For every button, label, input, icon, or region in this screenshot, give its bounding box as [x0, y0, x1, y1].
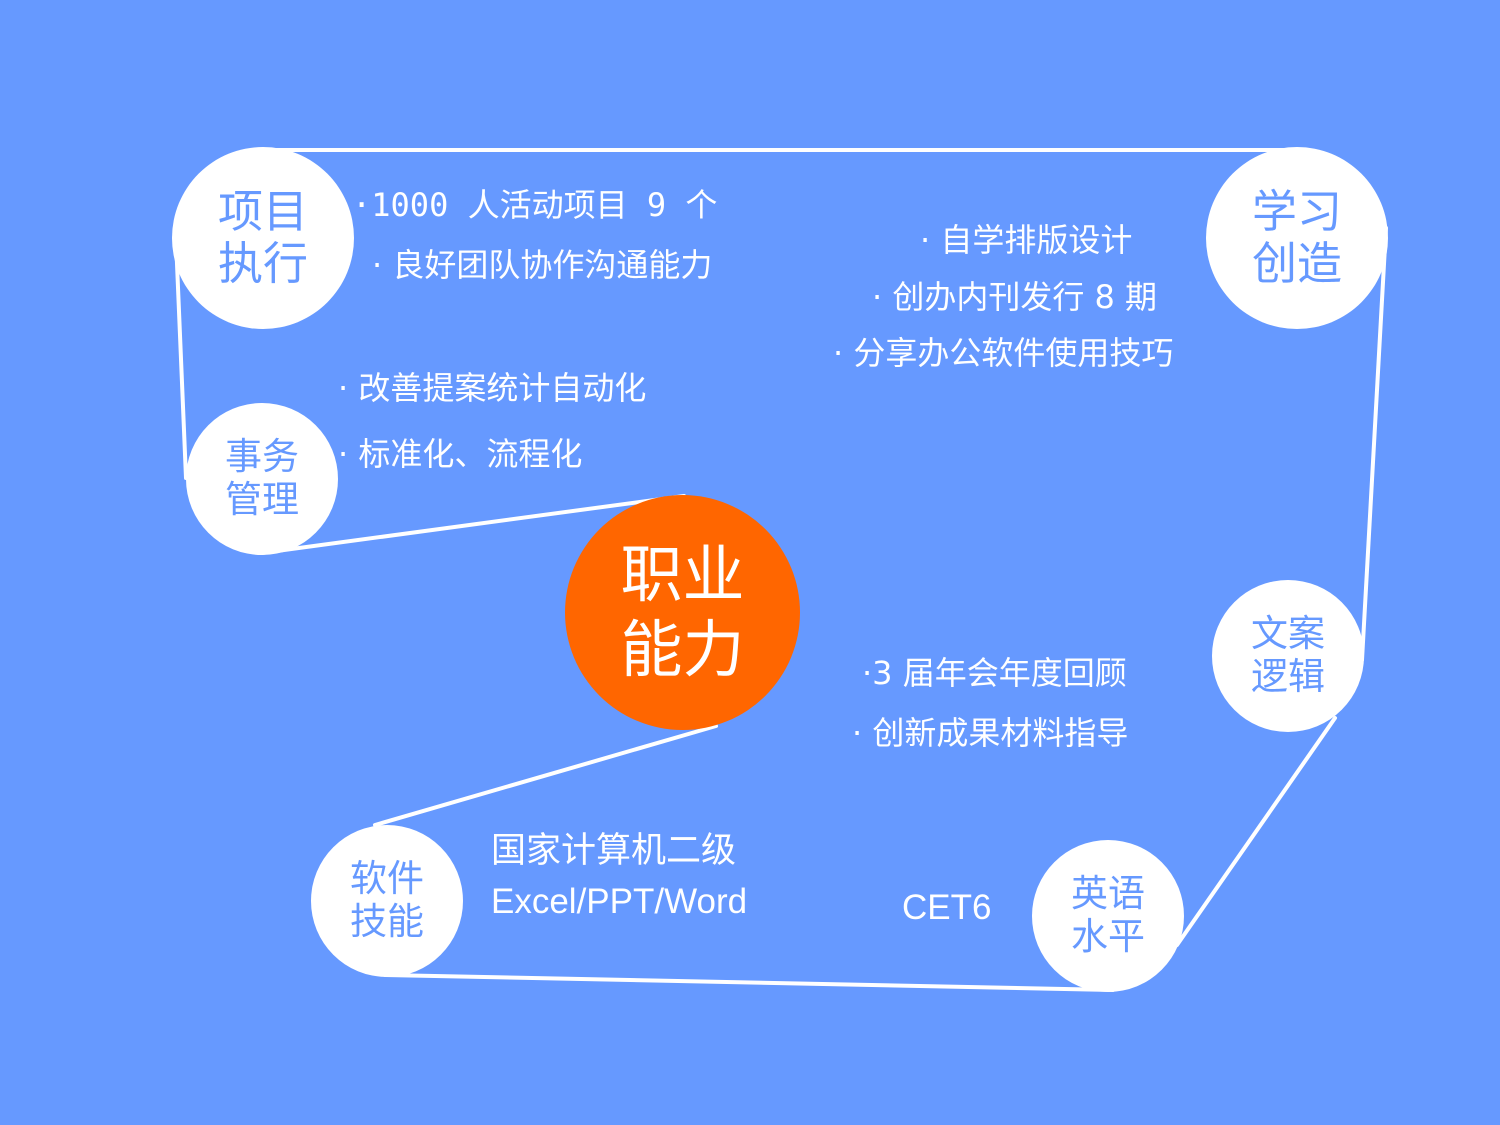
learning-bullet-3: · 分享办公软件使用技巧	[833, 334, 1174, 372]
node-project-line1: 项目	[217, 185, 308, 239]
node-copywriting-line1: 文案	[1251, 612, 1325, 656]
line-english-software	[383, 973, 1115, 992]
line-software-center	[373, 724, 718, 827]
node-learning: 学习创造	[1206, 147, 1388, 329]
affairs-bullet-1: · 改善提案统计自动化	[338, 369, 647, 407]
node-english-line2: 水平	[1071, 915, 1145, 958]
software-line-1: 国家计算机二级	[491, 831, 737, 871]
learning-bullet-1: · 自学排版设计	[920, 221, 1133, 259]
node-affairs-line2: 管理	[225, 478, 299, 521]
node-software-line2: 技能	[350, 900, 424, 943]
node-project-line2: 执行	[217, 237, 308, 290]
learning-bullet-2: · 创办内刊发行 8 期	[872, 278, 1158, 316]
copywriting-bullet-2: · 创新成果材料指导	[852, 714, 1129, 752]
node-learning-line2: 创造	[1251, 237, 1342, 290]
node-project: 项目执行	[172, 147, 354, 329]
software-line-2: Excel/PPT/Word	[491, 882, 748, 921]
english-cet6: CET6	[902, 888, 992, 927]
node-software: 软件技能	[311, 825, 463, 977]
node-affairs: 事务管理	[186, 403, 338, 555]
project-bullet-2: · 良好团队协作沟通能力	[372, 246, 713, 284]
line-affairs-project	[174, 238, 188, 480]
node-copywriting: 文案逻辑	[1212, 580, 1364, 732]
project-bullet-1: ·1000 人活动项目 9 个	[352, 186, 718, 224]
node-affairs-line1: 事务	[225, 435, 299, 479]
line-learning-copywriting	[1360, 226, 1388, 662]
affairs-bullet-2: · 标准化、流程化	[338, 435, 583, 473]
center-line2: 能力	[620, 612, 745, 686]
center-node: 职业能力	[565, 495, 800, 730]
line-center-affairs	[260, 494, 686, 555]
copywriting-bullet-1: ·3 届年会年度回顾	[862, 654, 1127, 692]
line-copywriting-english	[1175, 716, 1337, 947]
node-english: 英语水平	[1032, 840, 1184, 992]
center-line1: 职业	[620, 538, 745, 612]
node-learning-line1: 学习	[1251, 185, 1342, 239]
node-copywriting-line2: 逻辑	[1251, 655, 1325, 698]
node-software-line1: 软件	[350, 857, 424, 901]
node-english-line1: 英语	[1071, 872, 1145, 916]
